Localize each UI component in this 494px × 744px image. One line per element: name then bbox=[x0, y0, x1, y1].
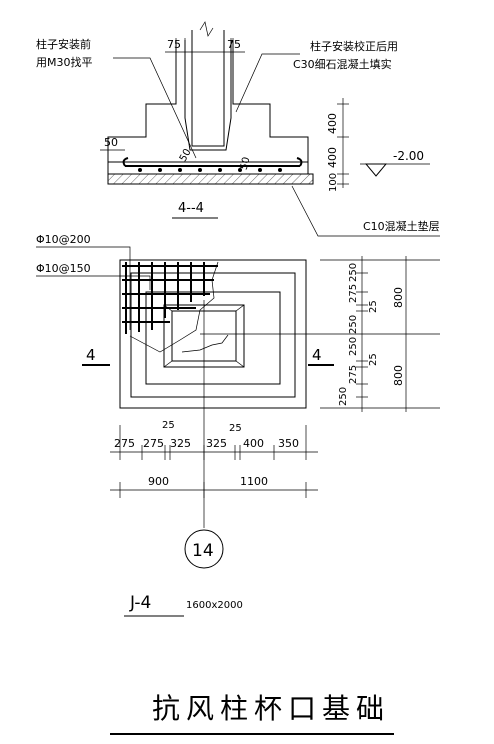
leader-left bbox=[113, 57, 197, 159]
dim-row1-3: 325 bbox=[206, 437, 227, 450]
label-right-1: 柱子安装校正后用 bbox=[310, 39, 398, 53]
rebar-label-2: Φ10@150 bbox=[36, 262, 91, 275]
leader-rebar-1 bbox=[36, 246, 131, 330]
dim-right-7: 250 bbox=[338, 387, 349, 406]
dim-50-left: 50 bbox=[104, 136, 118, 149]
dim-row1-1: 275 bbox=[143, 437, 164, 450]
dim-right-outer-1: 800 bbox=[392, 365, 405, 386]
dim-row1-2: 325 bbox=[170, 437, 191, 450]
plan-size: 1600x2000 bbox=[186, 600, 243, 611]
pedestal-outline bbox=[107, 40, 177, 162]
label-right-2: C30细石混凝土填实 bbox=[293, 57, 392, 71]
leader-pad bbox=[291, 185, 440, 237]
pad-label: C10混凝土垫层 bbox=[363, 219, 440, 233]
label-left-1: 柱子安装前 bbox=[36, 37, 91, 51]
dim-right-3: 250 bbox=[348, 315, 359, 334]
rebar-label-1: Φ10@200 bbox=[36, 233, 91, 246]
section-title: 4--4 bbox=[178, 201, 204, 216]
dim-right-2: 25 bbox=[368, 300, 379, 313]
leader-right bbox=[235, 53, 300, 113]
dim-top-left: 75 bbox=[167, 38, 181, 51]
axis-label: 14 bbox=[192, 541, 214, 561]
elevation-symbol bbox=[364, 163, 388, 177]
cut-label-right: 4 bbox=[312, 346, 322, 364]
plan-j-4: Φ10@200 Φ10@150 bbox=[36, 233, 440, 617]
rebar-dots bbox=[138, 168, 282, 172]
dim-100: 100 bbox=[328, 173, 339, 192]
cut-label-left: 4 bbox=[86, 346, 96, 364]
step-outline bbox=[130, 272, 296, 398]
dim-right-0: 250 bbox=[348, 263, 359, 282]
dim-400-mid: 400 bbox=[326, 147, 339, 168]
dim-row2-0: 900 bbox=[148, 475, 169, 488]
dim-400-top: 400 bbox=[326, 113, 339, 134]
pedestal-outline-right bbox=[232, 40, 309, 162]
cup-inner-wall bbox=[184, 40, 232, 151]
dim-row1-0: 275 bbox=[114, 437, 135, 450]
dim-row2-1: 1100 bbox=[240, 475, 268, 488]
dim-right-6: 275 bbox=[348, 365, 359, 384]
dim-top-right: 75 bbox=[227, 38, 241, 51]
dim-50-b: 50 bbox=[239, 156, 253, 171]
dim-row1-4: 400 bbox=[243, 437, 264, 450]
label-left-2: 用M30找平 bbox=[36, 55, 93, 69]
dim-25-a: 25 bbox=[162, 420, 175, 431]
pedestal-outline-plan bbox=[145, 291, 281, 385]
elevation-value: -2.00 bbox=[393, 149, 424, 163]
dim-right-4: 250 bbox=[348, 337, 359, 356]
leader-rebar-2 bbox=[36, 275, 151, 290]
rebar-grid bbox=[122, 261, 219, 353]
section-4-4: 75 75 柱子安装前 用M30找平 柱子安装校正后用 C30细石混凝土填实 5… bbox=[36, 21, 440, 237]
concrete-pad bbox=[107, 173, 314, 185]
dim-right-1: 275 bbox=[348, 284, 359, 303]
break-line-plan bbox=[181, 334, 229, 353]
dim-right-5: 25 bbox=[368, 353, 379, 366]
column bbox=[191, 30, 225, 147]
page-title: 抗风柱杯口基础 bbox=[152, 692, 390, 725]
dim-right-outer-0: 800 bbox=[392, 287, 405, 308]
dim-25-b: 25 bbox=[229, 423, 242, 434]
dim-row1-5: 350 bbox=[278, 437, 299, 450]
break-line bbox=[199, 21, 214, 37]
axis-bubble bbox=[184, 529, 224, 569]
plan-title: J-4 bbox=[129, 593, 151, 613]
